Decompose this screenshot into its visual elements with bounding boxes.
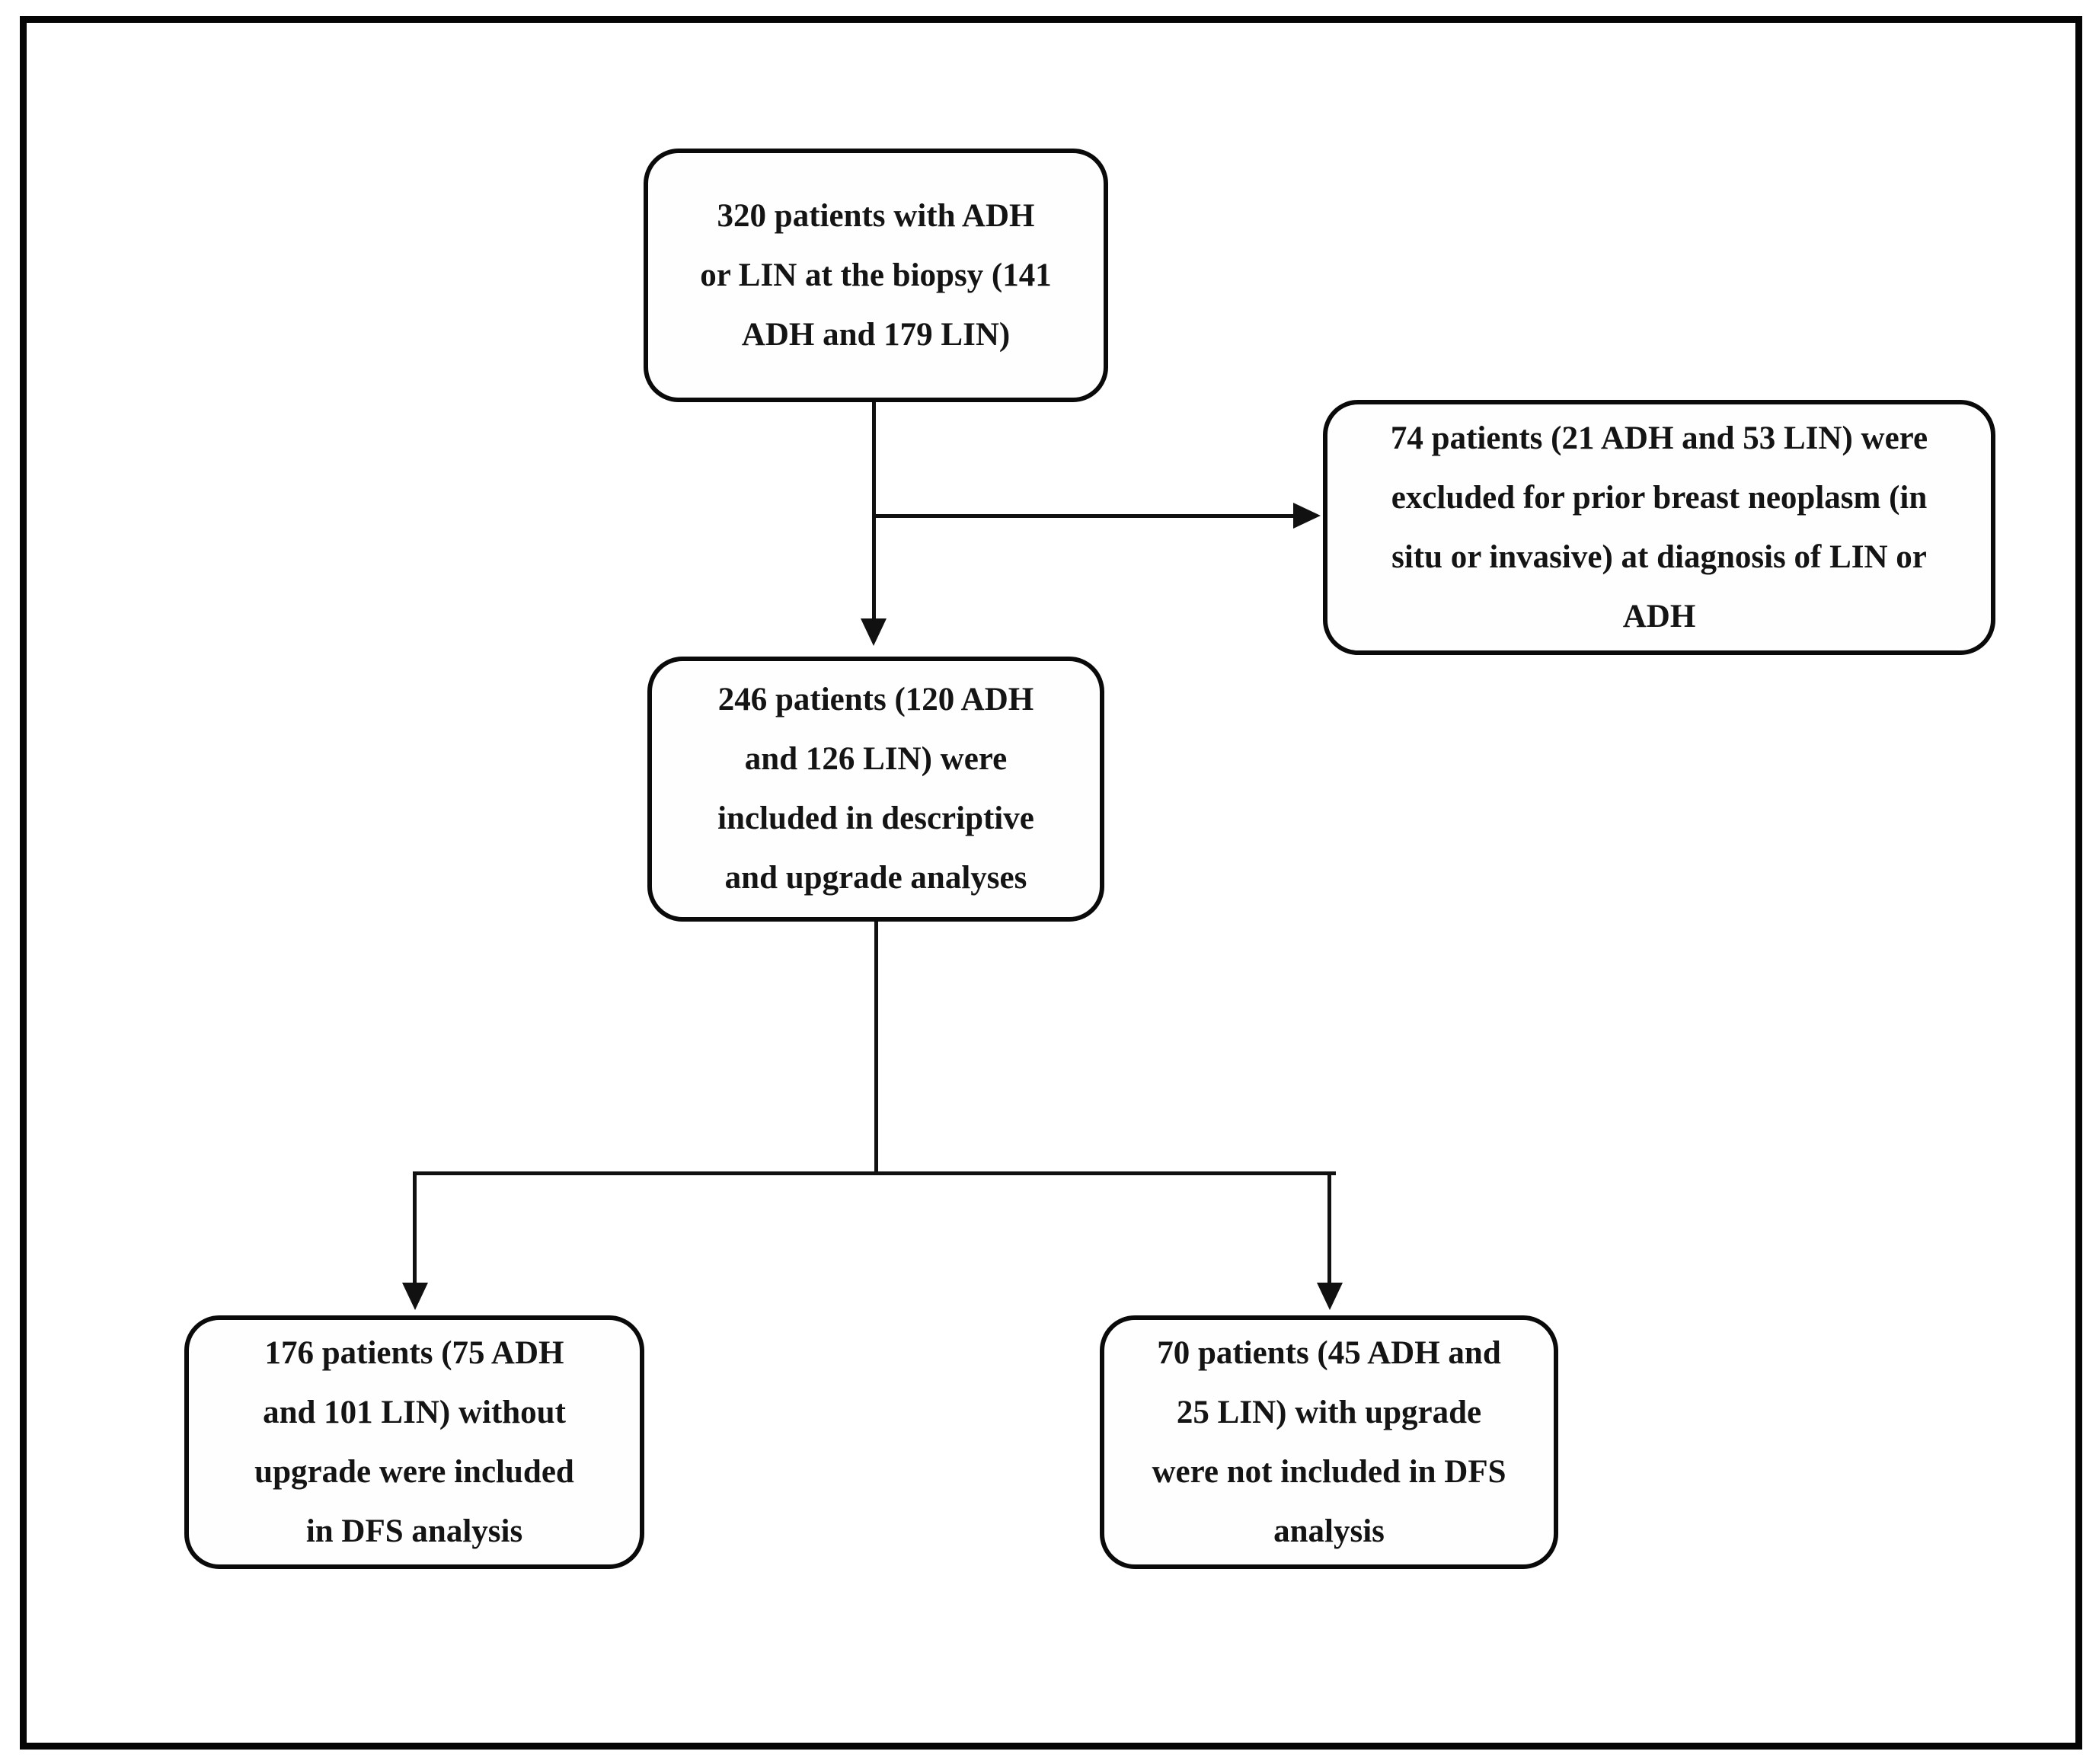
node-text-line: or LIN at the biopsy (141 — [700, 257, 1052, 293]
node-text-line: included in descriptive — [717, 801, 1034, 836]
arrowhead-right-icon — [1293, 503, 1321, 529]
edge-top-to-middle-line — [872, 402, 876, 620]
edge-top-to-excluded-line — [872, 514, 1296, 518]
node-text-line: in DFS analysis — [305, 1513, 523, 1549]
node-text-line: 246 patients (120 ADH — [717, 682, 1034, 717]
node-text-line: 70 patients (45 ADH and — [1157, 1334, 1501, 1371]
edge-split-to-bottom-left-line — [413, 1171, 417, 1284]
arrowhead-down-icon — [402, 1283, 428, 1310]
node-text-line: were not included in DFS — [1152, 1453, 1506, 1490]
node-excluded-patients: 74 patients (21 ADH and 53 LIN) were exc… — [1323, 400, 1995, 655]
node-text-line: 25 LIN) with upgrade — [1176, 1394, 1482, 1430]
node-included-patients: 246 patients (120 ADH and 126 LIN) were … — [647, 657, 1104, 922]
node-without-upgrade: 176 patients (75 ADH and 101 LIN) withou… — [184, 1315, 644, 1569]
node-text-line: and 126 LIN) were — [744, 741, 1008, 777]
node-text-line: upgrade were included — [254, 1453, 574, 1490]
node-text-line: situ or invasive) at diagnosis of LIN or — [1391, 538, 1927, 575]
node-with-upgrade: 70 patients (45 ADH and 25 LIN) with upg… — [1100, 1315, 1558, 1569]
node-text-line: ADH — [1622, 598, 1696, 634]
edge-split-horizontal-line — [413, 1171, 1336, 1175]
edge-middle-to-split-line — [874, 922, 878, 1175]
node-text-line: 320 patients with ADH — [717, 197, 1035, 234]
arrowhead-down-icon — [861, 618, 887, 646]
node-text-line: and 101 LIN) without — [263, 1394, 566, 1430]
node-text-line: analysis — [1273, 1513, 1385, 1549]
node-text-line: ADH and 179 LIN) — [741, 316, 1011, 353]
arrowhead-down-icon — [1317, 1283, 1343, 1310]
node-text-line: excluded for prior breast neoplasm (in — [1391, 479, 1928, 516]
node-enrolled-patients: 320 patients with ADH or LIN at the biop… — [644, 149, 1108, 402]
node-text-line: and upgrade analyses — [724, 860, 1027, 896]
edge-split-to-bottom-right-line — [1327, 1171, 1331, 1284]
node-text-line: 74 patients (21 ADH and 53 LIN) were — [1390, 420, 1928, 456]
node-text-line: 176 patients (75 ADH — [264, 1334, 564, 1371]
